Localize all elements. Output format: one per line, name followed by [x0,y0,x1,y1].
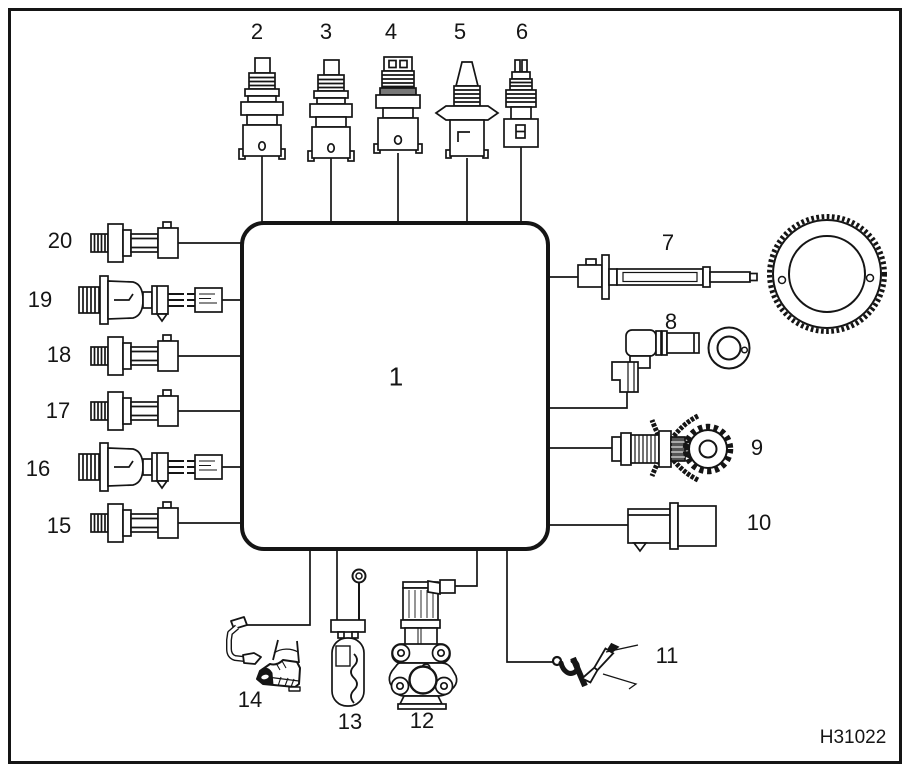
capsule-13-icon [330,568,367,707]
label-19: 19 [27,287,53,312]
label-16: 16 [25,456,51,481]
label-9: 9 [750,435,764,460]
pedal-clip-14-icon [226,616,301,692]
label-8: 8 [664,309,678,334]
wired-sensor-16-icon [78,442,223,492]
label-14: 14 [237,687,263,712]
label-2: 2 [250,19,264,44]
label-ecu: 1 [388,361,404,392]
toothed-ring-icon [767,214,887,334]
wired-sensor-19-icon [78,275,223,325]
temp-sensor-5-icon [434,61,500,159]
temp-sensor-3-icon [307,59,355,162]
pressure-switch-15-icon [90,501,179,543]
label-12: 12 [409,708,435,733]
pressure-switch-18-icon [90,334,179,376]
pressure-switch-20-icon [90,221,179,263]
temp-sensor-2-icon [238,57,286,160]
label-4: 4 [384,19,398,44]
label-15: 15 [46,513,72,538]
temp-sensor-4-icon [373,56,423,154]
gear-icon [682,423,734,475]
label-18: 18 [46,342,72,367]
figure-code: H31022 [819,727,887,748]
cam-sensor-8-icon [611,329,700,393]
label-6: 6 [515,19,529,44]
label-13: 13 [337,709,363,734]
connection-lines [178,147,628,663]
label-17: 17 [45,398,71,423]
label-10: 10 [746,510,772,535]
label-11: 11 [655,643,679,668]
egr-valve-12-icon [388,579,458,710]
label-7: 7 [661,230,675,255]
label-3: 3 [319,19,333,44]
probe-sensor-7-icon [577,254,758,300]
temp-sensor-6-icon [503,59,539,148]
knock-sensor-9-icon [611,413,701,483]
diagram-frame [8,8,902,764]
seal-ring-icon [707,326,751,370]
pressure-switch-17-icon [90,389,179,431]
clips-11-icon [551,642,639,690]
label-20: 20 [47,228,73,253]
connector-10-icon [627,502,717,553]
ecu-box [240,221,550,551]
label-5: 5 [453,19,467,44]
